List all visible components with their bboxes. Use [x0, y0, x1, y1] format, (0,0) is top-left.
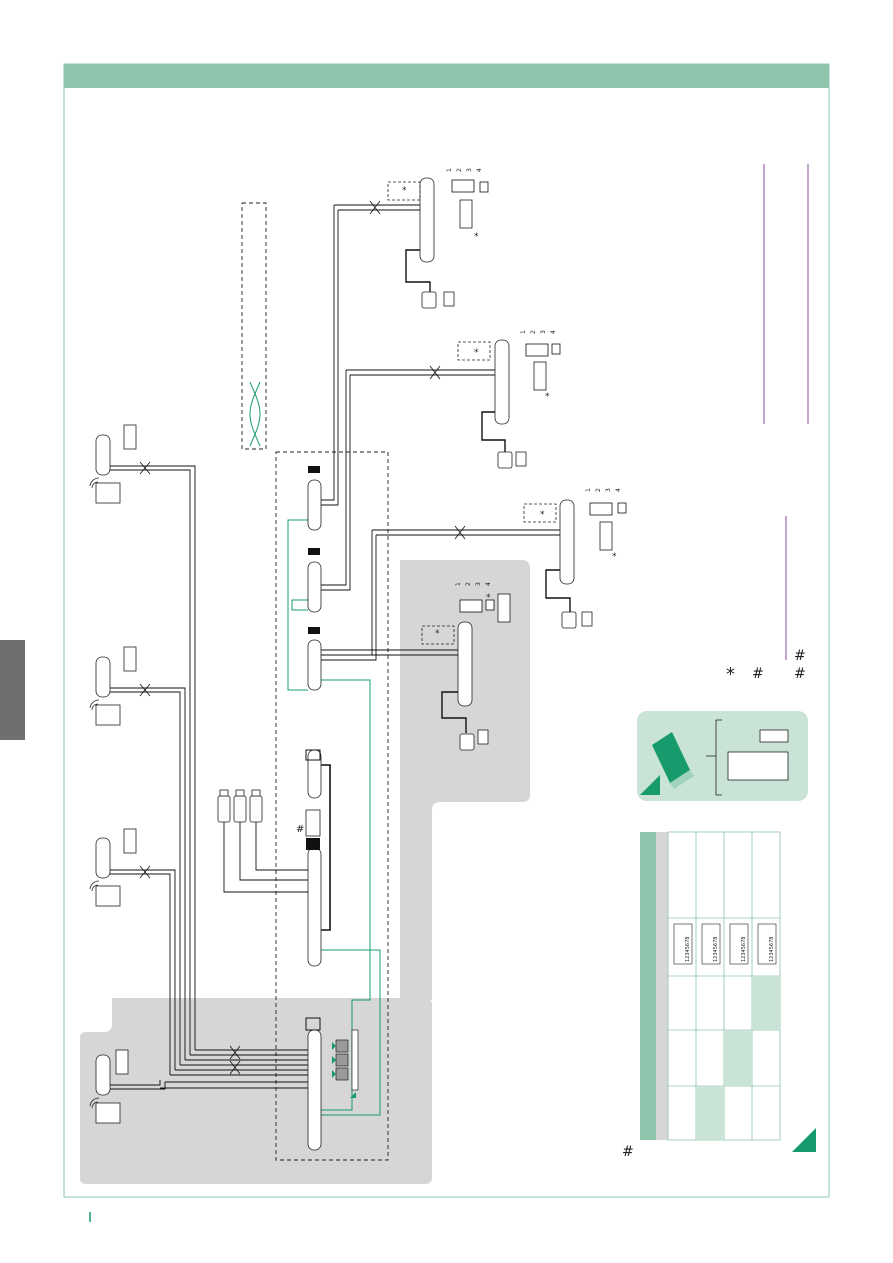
indoor-stations-left — [95, 424, 137, 1124]
pin-4-a: 4 — [476, 168, 483, 172]
asterisk-mark-3: * — [474, 348, 479, 358]
hash-icon-2: # — [794, 648, 806, 664]
table-dip-label-3: 12345678 — [741, 937, 747, 962]
camera-group — [217, 789, 263, 823]
pin-2-d: 2 — [465, 582, 472, 586]
upper-terminal-units — [419, 177, 575, 707]
info-device-3d — [652, 732, 690, 783]
info-bracket — [706, 719, 722, 796]
dip-module-center — [305, 809, 321, 837]
bus-wires — [110, 204, 560, 1090]
upper-unit-loops — [405, 249, 571, 733]
twist-markers — [139, 200, 466, 1075]
info-device-side — [670, 770, 694, 789]
info-module-a — [759, 729, 789, 743]
purple-brackets — [763, 164, 809, 660]
pin-3-a: 3 — [466, 168, 473, 172]
wifi-icons — [89, 477, 100, 1109]
asterisk-mark-5: * — [540, 510, 545, 520]
pin-1-c: 1 — [585, 488, 592, 492]
table-highlight-3 — [696, 1086, 724, 1140]
table-highlight-2 — [724, 1030, 752, 1086]
shaded-area-left — [80, 998, 432, 1184]
table-index-col — [656, 832, 668, 1140]
pin-3-b: 3 — [540, 330, 547, 334]
hash-icon-4: # — [296, 824, 304, 835]
box-modules — [305, 466, 321, 1031]
asterisk-mark-4: * — [545, 392, 550, 402]
green-wires — [287, 519, 381, 1116]
asterisk-mark-1: * — [402, 186, 407, 196]
module-chips — [451, 179, 627, 613]
legend-dashed-box — [241, 202, 267, 450]
side-tab — [0, 640, 25, 740]
distribution-box — [275, 451, 389, 1161]
table-dip-label-4: 12345678 — [769, 937, 775, 962]
asterisk-mark-8: * — [486, 593, 491, 603]
upper-unit-devices — [421, 291, 593, 751]
dip-switch-blocks — [459, 199, 613, 623]
pin-2-c: 2 — [595, 488, 602, 492]
pin-4-c: 4 — [615, 488, 622, 492]
table-highlight-1 — [752, 976, 780, 1030]
pin-2-b: 2 — [530, 330, 537, 334]
pin-1-d: 1 — [455, 582, 462, 586]
shaded-area-right — [400, 560, 530, 1000]
pin-3-c: 3 — [605, 488, 612, 492]
pin-1-b: 1 — [520, 330, 527, 334]
info-icon-footer — [792, 1128, 816, 1152]
asterisk-marks: * * * * * * * * — [402, 186, 617, 639]
hash-icon-footnote: # — [622, 1144, 634, 1160]
hash-icon: # — [752, 666, 764, 682]
relay-arrows — [324, 1042, 356, 1098]
twisted-pair-sample — [249, 381, 261, 447]
asterisk-icon: * — [726, 664, 735, 685]
header-bar — [64, 64, 829, 88]
info-module-b — [727, 751, 789, 781]
dashed-sub-boxes — [387, 181, 557, 645]
table-dip-cells: 12345678 12345678 12345678 12345678 — [673, 923, 777, 965]
info-icon — [640, 775, 660, 795]
asterisk-mark-2: * — [474, 232, 479, 242]
pin-1-a: 1 — [446, 168, 453, 172]
settings-table — [640, 831, 781, 1141]
pin-4-d: 4 — [485, 582, 492, 586]
pin-3-d: 3 — [475, 582, 482, 586]
table-dip-label-2: 12345678 — [713, 937, 719, 962]
terminal-strips — [307, 479, 322, 1151]
asterisk-mark-7: * — [435, 629, 440, 639]
table-dip-label-1: 12345678 — [685, 937, 691, 962]
pin-2-a: 2 — [456, 168, 463, 172]
pin-4-b: 4 — [550, 330, 557, 334]
pin-labels: 1 2 3 4 1 2 3 4 1 2 3 4 1 2 3 4 — [446, 168, 622, 586]
table-side-header — [640, 832, 656, 1140]
hash-icon-3: # — [794, 666, 806, 682]
asterisk-mark-6: * — [612, 552, 617, 562]
